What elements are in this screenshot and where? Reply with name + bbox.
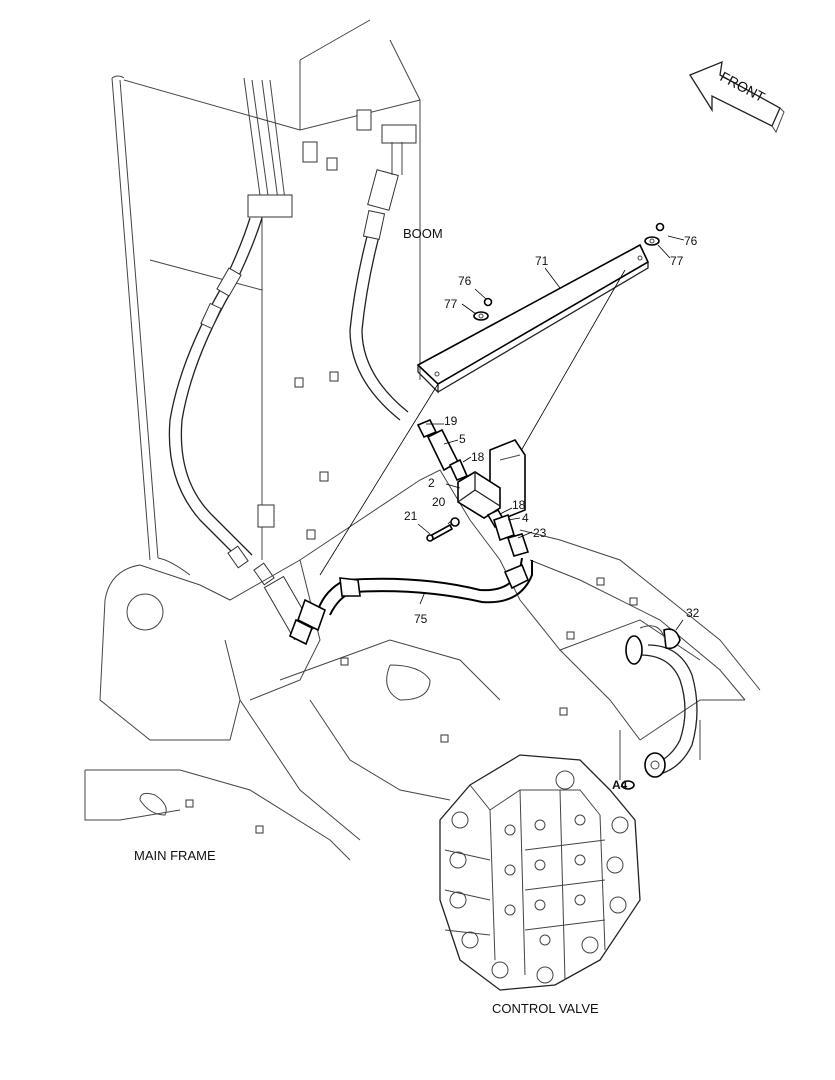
label-control-valve: CONTROL VALVE	[492, 1001, 599, 1016]
callout-2: 2	[428, 476, 435, 490]
callout-77a: 77	[444, 297, 458, 311]
callout-5: 5	[459, 432, 466, 446]
frame-pad	[559, 707, 568, 716]
callout-76b: 76	[684, 234, 698, 248]
bolt-76a	[483, 297, 493, 307]
pipe-flange	[644, 752, 666, 778]
hose-fitting	[253, 562, 275, 586]
front-label: FRONT	[718, 68, 768, 105]
washer-77a	[473, 311, 489, 321]
label-main-frame: MAIN FRAME	[134, 848, 216, 863]
plate-71	[319, 243, 650, 576]
label-a4: A4	[612, 778, 628, 792]
fitting-4	[493, 513, 515, 542]
boom-pad	[356, 109, 372, 131]
hose-fitting	[367, 169, 399, 211]
callout-71: 71	[535, 254, 549, 268]
boom-pad	[294, 377, 304, 388]
fitting-18a	[448, 458, 469, 482]
callout-19: 19	[444, 414, 458, 428]
frame-pad	[629, 597, 638, 606]
main-frame-structure	[84, 469, 761, 861]
fitting-23	[506, 533, 530, 557]
boom-pad	[381, 124, 417, 144]
hose-end	[297, 598, 326, 632]
hose-75	[288, 557, 533, 646]
frame-pad	[255, 825, 264, 834]
washer-20	[450, 517, 460, 527]
callout-18a: 18	[471, 450, 485, 464]
callout-21: 21	[404, 509, 418, 523]
label-boom: BOOM	[403, 226, 443, 241]
hose-fitting	[227, 545, 249, 569]
callout-77b: 77	[670, 254, 684, 268]
callout-18b: 18	[512, 498, 526, 512]
washer-77b	[644, 236, 660, 246]
frame-pad	[440, 734, 449, 743]
clamp-32	[663, 628, 681, 650]
text-labels: BOOM MAIN FRAME CONTROL VALVE A4 76 77 7…	[134, 226, 700, 1016]
boom-pad	[319, 471, 329, 482]
bolt-76b	[655, 222, 665, 232]
callout-20: 20	[432, 495, 446, 509]
boom-hoses	[168, 142, 409, 586]
callout-23: 23	[533, 526, 547, 540]
boom-pad	[306, 529, 316, 540]
pipe-flange	[625, 635, 643, 665]
leader-lines	[417, 235, 685, 631]
callout-32: 32	[686, 606, 700, 620]
hose-end	[339, 577, 361, 597]
side-pipe	[625, 635, 698, 778]
boom-pad	[257, 504, 275, 528]
callout-75: 75	[414, 612, 428, 626]
frame-pad	[566, 631, 575, 640]
boom-pad	[247, 194, 293, 218]
callout-4: 4	[522, 511, 529, 525]
oring-a4	[621, 780, 635, 790]
hose-fitting	[216, 267, 242, 297]
boom-structure	[111, 19, 421, 576]
callout-76a: 76	[458, 274, 472, 288]
hose-end	[288, 618, 314, 646]
frame-pad	[185, 799, 194, 808]
hose-fitting	[200, 302, 222, 330]
hardware	[473, 222, 681, 790]
control-valve	[439, 754, 641, 991]
hose-end	[503, 563, 530, 590]
boom-pad	[326, 157, 338, 171]
hose-fitting	[362, 210, 386, 240]
boom-pad	[329, 371, 339, 382]
boom-pad	[302, 141, 318, 163]
front-arrow-icon: FRONT	[689, 60, 785, 134]
frame-pad	[596, 577, 605, 586]
frame-pad	[340, 657, 349, 666]
